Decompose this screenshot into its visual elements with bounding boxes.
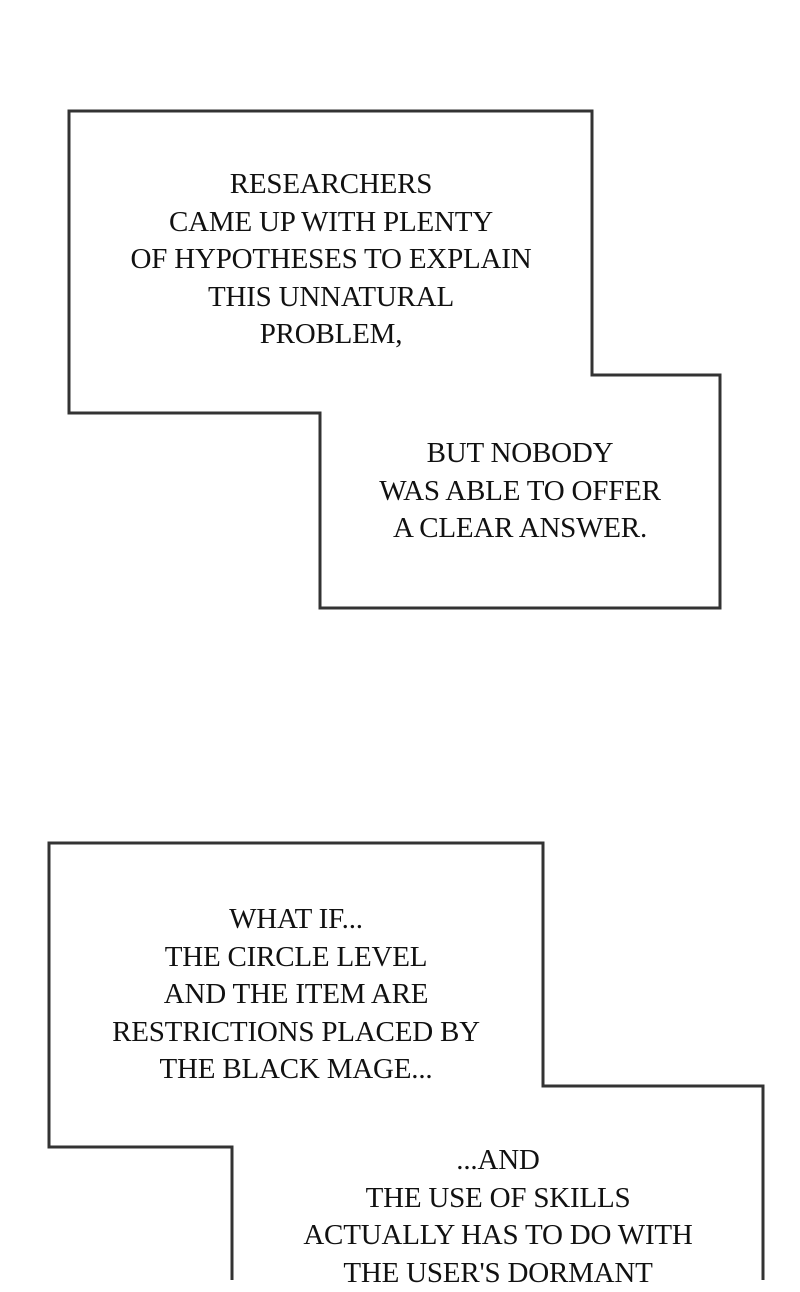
caption-line: THIS UNNATURAL (130, 279, 532, 317)
caption-line: OF HYPOTHESES TO EXPLAIN (130, 241, 532, 279)
caption-line: THE BLACK MAGE... (110, 1051, 482, 1089)
caption-line: RESTRICTIONS PLACED BY (110, 1014, 482, 1052)
caption-line: THE USE OF SKILLS (298, 1180, 698, 1218)
caption-line: ...AND (298, 1142, 698, 1180)
caption-line: PROBLEM, (130, 316, 532, 354)
caption-line: AND THE ITEM ARE (110, 976, 482, 1014)
caption-what-if: WHAT IF... THE CIRCLE LEVEL AND THE ITEM… (110, 901, 482, 1089)
caption-line: ACTUALLY HAS TO DO WITH (298, 1217, 698, 1255)
caption-line: RESEARCHERS (130, 166, 532, 204)
caption-line: A CLEAR ANSWER. (370, 510, 670, 548)
caption-nobody: BUT NOBODY WAS ABLE TO OFFER A CLEAR ANS… (370, 435, 670, 548)
caption-and-skills: ...AND THE USE OF SKILLS ACTUALLY HAS TO… (298, 1142, 698, 1292)
caption-line: CAME UP WITH PLENTY (130, 204, 532, 242)
caption-line: THE CIRCLE LEVEL (110, 939, 482, 977)
caption-line: THE USER'S DORMANT (298, 1255, 698, 1292)
caption-line: WHAT IF... (110, 901, 482, 939)
caption-researchers: RESEARCHERS CAME UP WITH PLENTY OF HYPOT… (130, 166, 532, 354)
caption-line: BUT NOBODY (370, 435, 670, 473)
caption-line: WAS ABLE TO OFFER (370, 473, 670, 511)
